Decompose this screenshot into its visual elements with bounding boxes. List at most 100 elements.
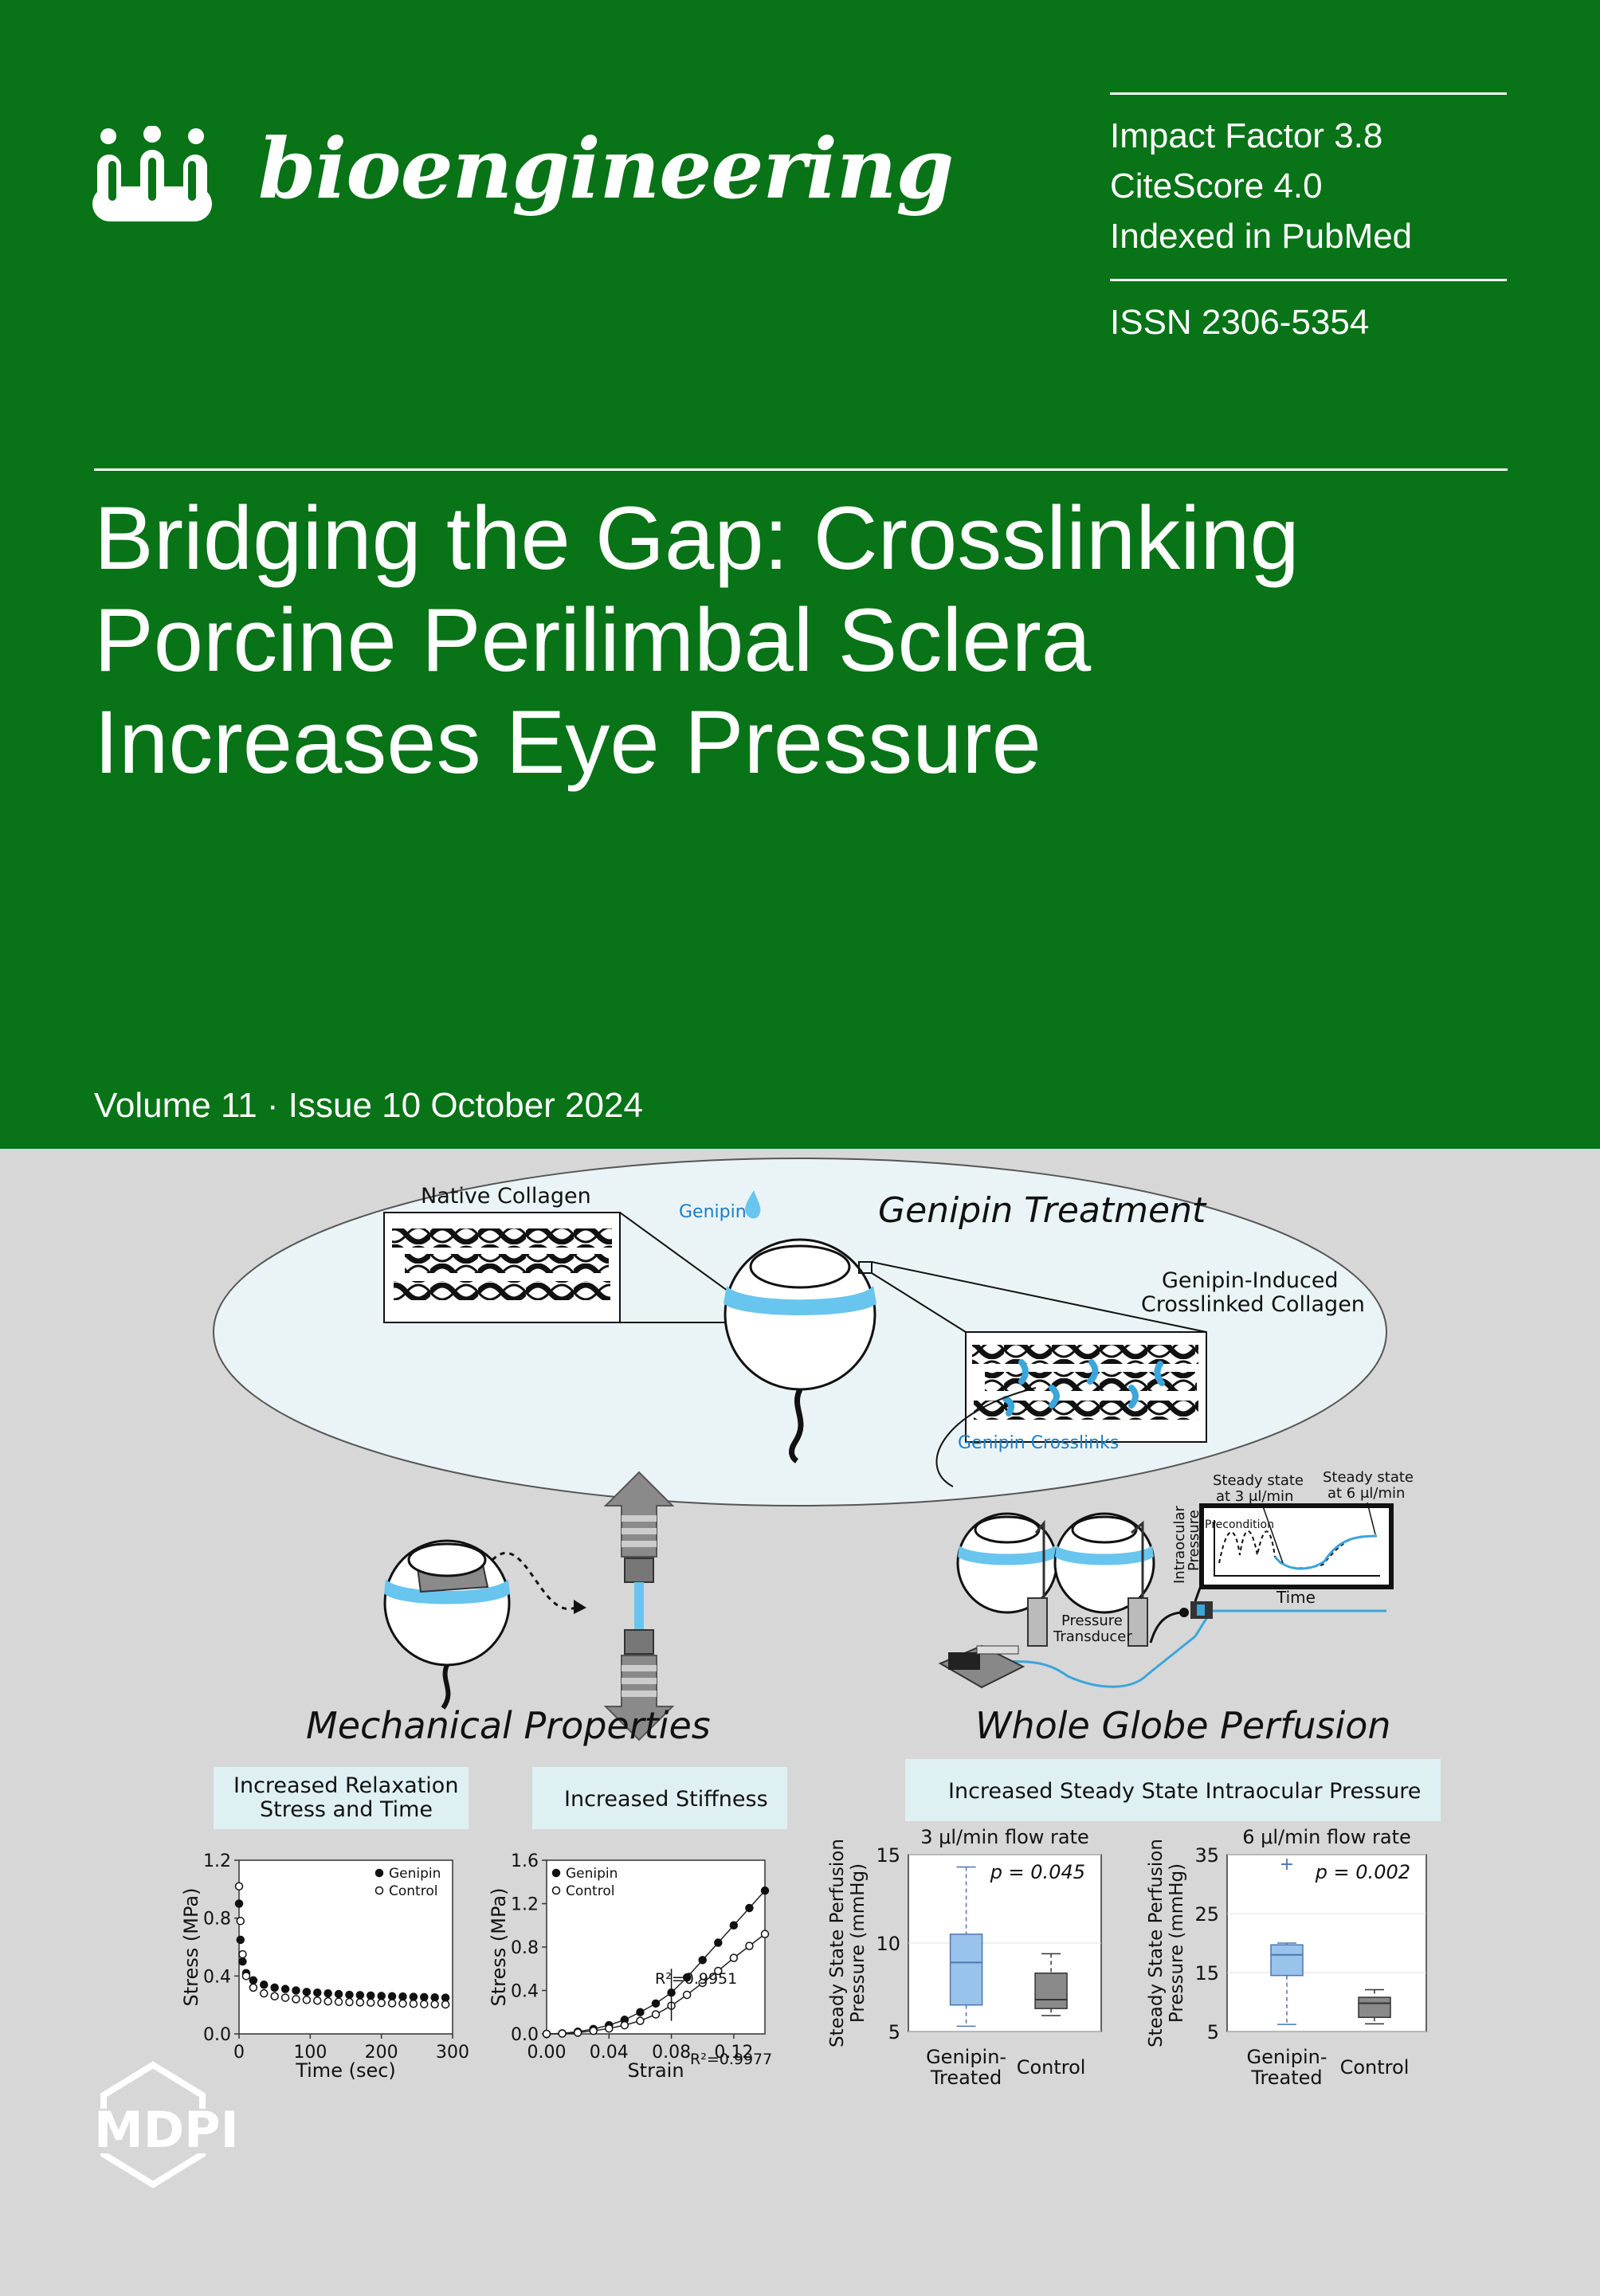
category-label: Genipin- <box>1246 2046 1327 2068</box>
control-point <box>420 2000 429 2008</box>
control-point <box>698 1978 707 1988</box>
x-tick-label: 0.08 <box>652 2043 691 2063</box>
perfusion-eye-left <box>956 1512 1058 1614</box>
y-tick-label: 0.8 <box>511 1938 539 1958</box>
genipin-point <box>714 1938 723 1947</box>
p-value: p = 0.002 <box>1315 1861 1410 1883</box>
control-point <box>241 1972 251 1981</box>
genipin-point <box>377 1992 386 2000</box>
genipin-point <box>249 1976 258 1985</box>
boxplot-title: 6 μl/min flow rate <box>1242 1826 1411 1848</box>
genipin-point <box>398 1992 407 2001</box>
r2-annotation: R²=0.9977 <box>690 2051 772 2068</box>
control-point <box>714 1966 723 1976</box>
genipin-point <box>387 1992 397 2001</box>
y-tick-label: 15 <box>876 1844 900 1867</box>
outlier: + <box>1280 1855 1294 1875</box>
x-tick-label: 100 <box>293 2043 327 2063</box>
control-point <box>345 1997 354 2007</box>
control-point <box>605 2024 614 2033</box>
control-point <box>324 1996 332 2006</box>
plot-area <box>1226 1854 1427 2032</box>
genipin-point <box>760 1886 770 1895</box>
genipin-point <box>682 1973 692 1982</box>
control-point <box>542 2029 551 2039</box>
x-axis-label: Time (sec) <box>295 2059 396 2082</box>
genipin-point <box>367 1991 375 2000</box>
control-point <box>302 1996 312 2004</box>
y-axis-label: Stress (MPa) <box>488 1888 510 2007</box>
cover-figure: Native Collagen Genipin Genipin Treatmen… <box>89 1158 1441 2188</box>
legend-label: Genipin <box>389 1866 441 1882</box>
y-tick-label: 25 <box>1194 1903 1219 1926</box>
perfusion-eye-right <box>1053 1512 1155 1614</box>
collagen-fibers <box>972 1345 1198 1364</box>
iop-axis-label: Pressure <box>1186 1510 1202 1571</box>
x-tick-label: 0.04 <box>590 2043 629 2063</box>
control-point <box>249 1983 258 1992</box>
pressure-transducer-left <box>1027 1597 1048 1647</box>
y-tick-label: 1.6 <box>511 1851 539 1871</box>
genipin-point <box>355 1991 365 2000</box>
control-point <box>260 1988 269 1998</box>
p-value: p = 0.045 <box>990 1861 1085 1883</box>
crosslink-marks <box>1002 1359 1165 1416</box>
control-point <box>620 2020 629 2030</box>
genipin-point <box>324 1988 332 1998</box>
legend-marker <box>375 1868 384 1878</box>
relaxation-box-text: Increased Relaxation <box>233 1773 458 1798</box>
mechanical-properties-title: Mechanical Properties <box>306 1704 711 1747</box>
journal-name: bioengineering <box>258 120 954 217</box>
article-title-line: Bridging the Gap: Crosslinking <box>94 488 1300 588</box>
y-tick-label: 0.4 <box>203 1967 231 1987</box>
y-axis-label: Stress (MPa) <box>180 1888 202 2007</box>
control-point <box>760 1930 770 1938</box>
box <box>1270 1944 1304 1977</box>
stiffness-box-text: Increased Stiffness <box>564 1787 768 1812</box>
genipin-point <box>302 1988 312 1996</box>
y-tick-label: 35 <box>1194 1844 1219 1867</box>
y-tick-label: 0.0 <box>511 2025 539 2045</box>
y-tick-label: 15 <box>1194 1962 1219 1985</box>
pressure-transducer-right <box>1127 1597 1148 1647</box>
y-axis-label: Steady State Perfusion <box>827 1839 848 2047</box>
control-point <box>234 1882 244 1890</box>
stiffness-box <box>532 1767 787 1829</box>
y-axis-label: Pressure (mmHg) <box>1167 1863 1187 2023</box>
x-tick-label: 0.12 <box>714 2043 753 2063</box>
genipin-point <box>313 1988 322 1997</box>
genipin-treatment-label: Genipin Treatment <box>878 1190 1207 1231</box>
genipin-point <box>236 1935 245 1945</box>
mdpi-wordmark: MDPI <box>94 2101 239 2159</box>
genipin-point <box>698 1956 707 1965</box>
control-point <box>589 2026 598 2035</box>
issn: ISSN 2306-5354 <box>1110 303 1370 342</box>
genipin-point <box>260 1980 269 1989</box>
genipin-label: Genipin <box>679 1202 747 1222</box>
y-tick-label: 0.8 <box>203 1910 231 1930</box>
genipin-point <box>345 1990 354 2000</box>
native-collagen-label: Native Collagen <box>421 1184 591 1209</box>
treated-eye <box>724 1238 876 1463</box>
control-point <box>636 2016 645 2025</box>
control-point <box>377 1998 386 2008</box>
y-tick-label: 1.2 <box>511 1895 539 1915</box>
collagen-fibers <box>405 1254 609 1273</box>
whole-globe-perfusion-title: Whole Globe Perfusion <box>975 1704 1391 1747</box>
genipin-point <box>234 1899 244 1908</box>
control-point <box>280 1993 290 2002</box>
genipin-point <box>636 2008 645 2016</box>
control-point <box>398 1999 407 2008</box>
genipin-point <box>292 1986 300 1995</box>
control-point <box>558 2029 567 2038</box>
genipin-point <box>280 1985 290 1993</box>
dotted-arrow <box>491 1552 579 1610</box>
relaxation-box <box>214 1767 469 1829</box>
x-axis-label: Strain <box>627 2059 684 2082</box>
crosslinked-label: Crosslinked Collagen <box>1141 1292 1365 1317</box>
control-point <box>430 2000 439 2009</box>
steady-state-3-label: at 3 μl/min <box>1216 1488 1293 1505</box>
control-point <box>334 1997 343 2006</box>
